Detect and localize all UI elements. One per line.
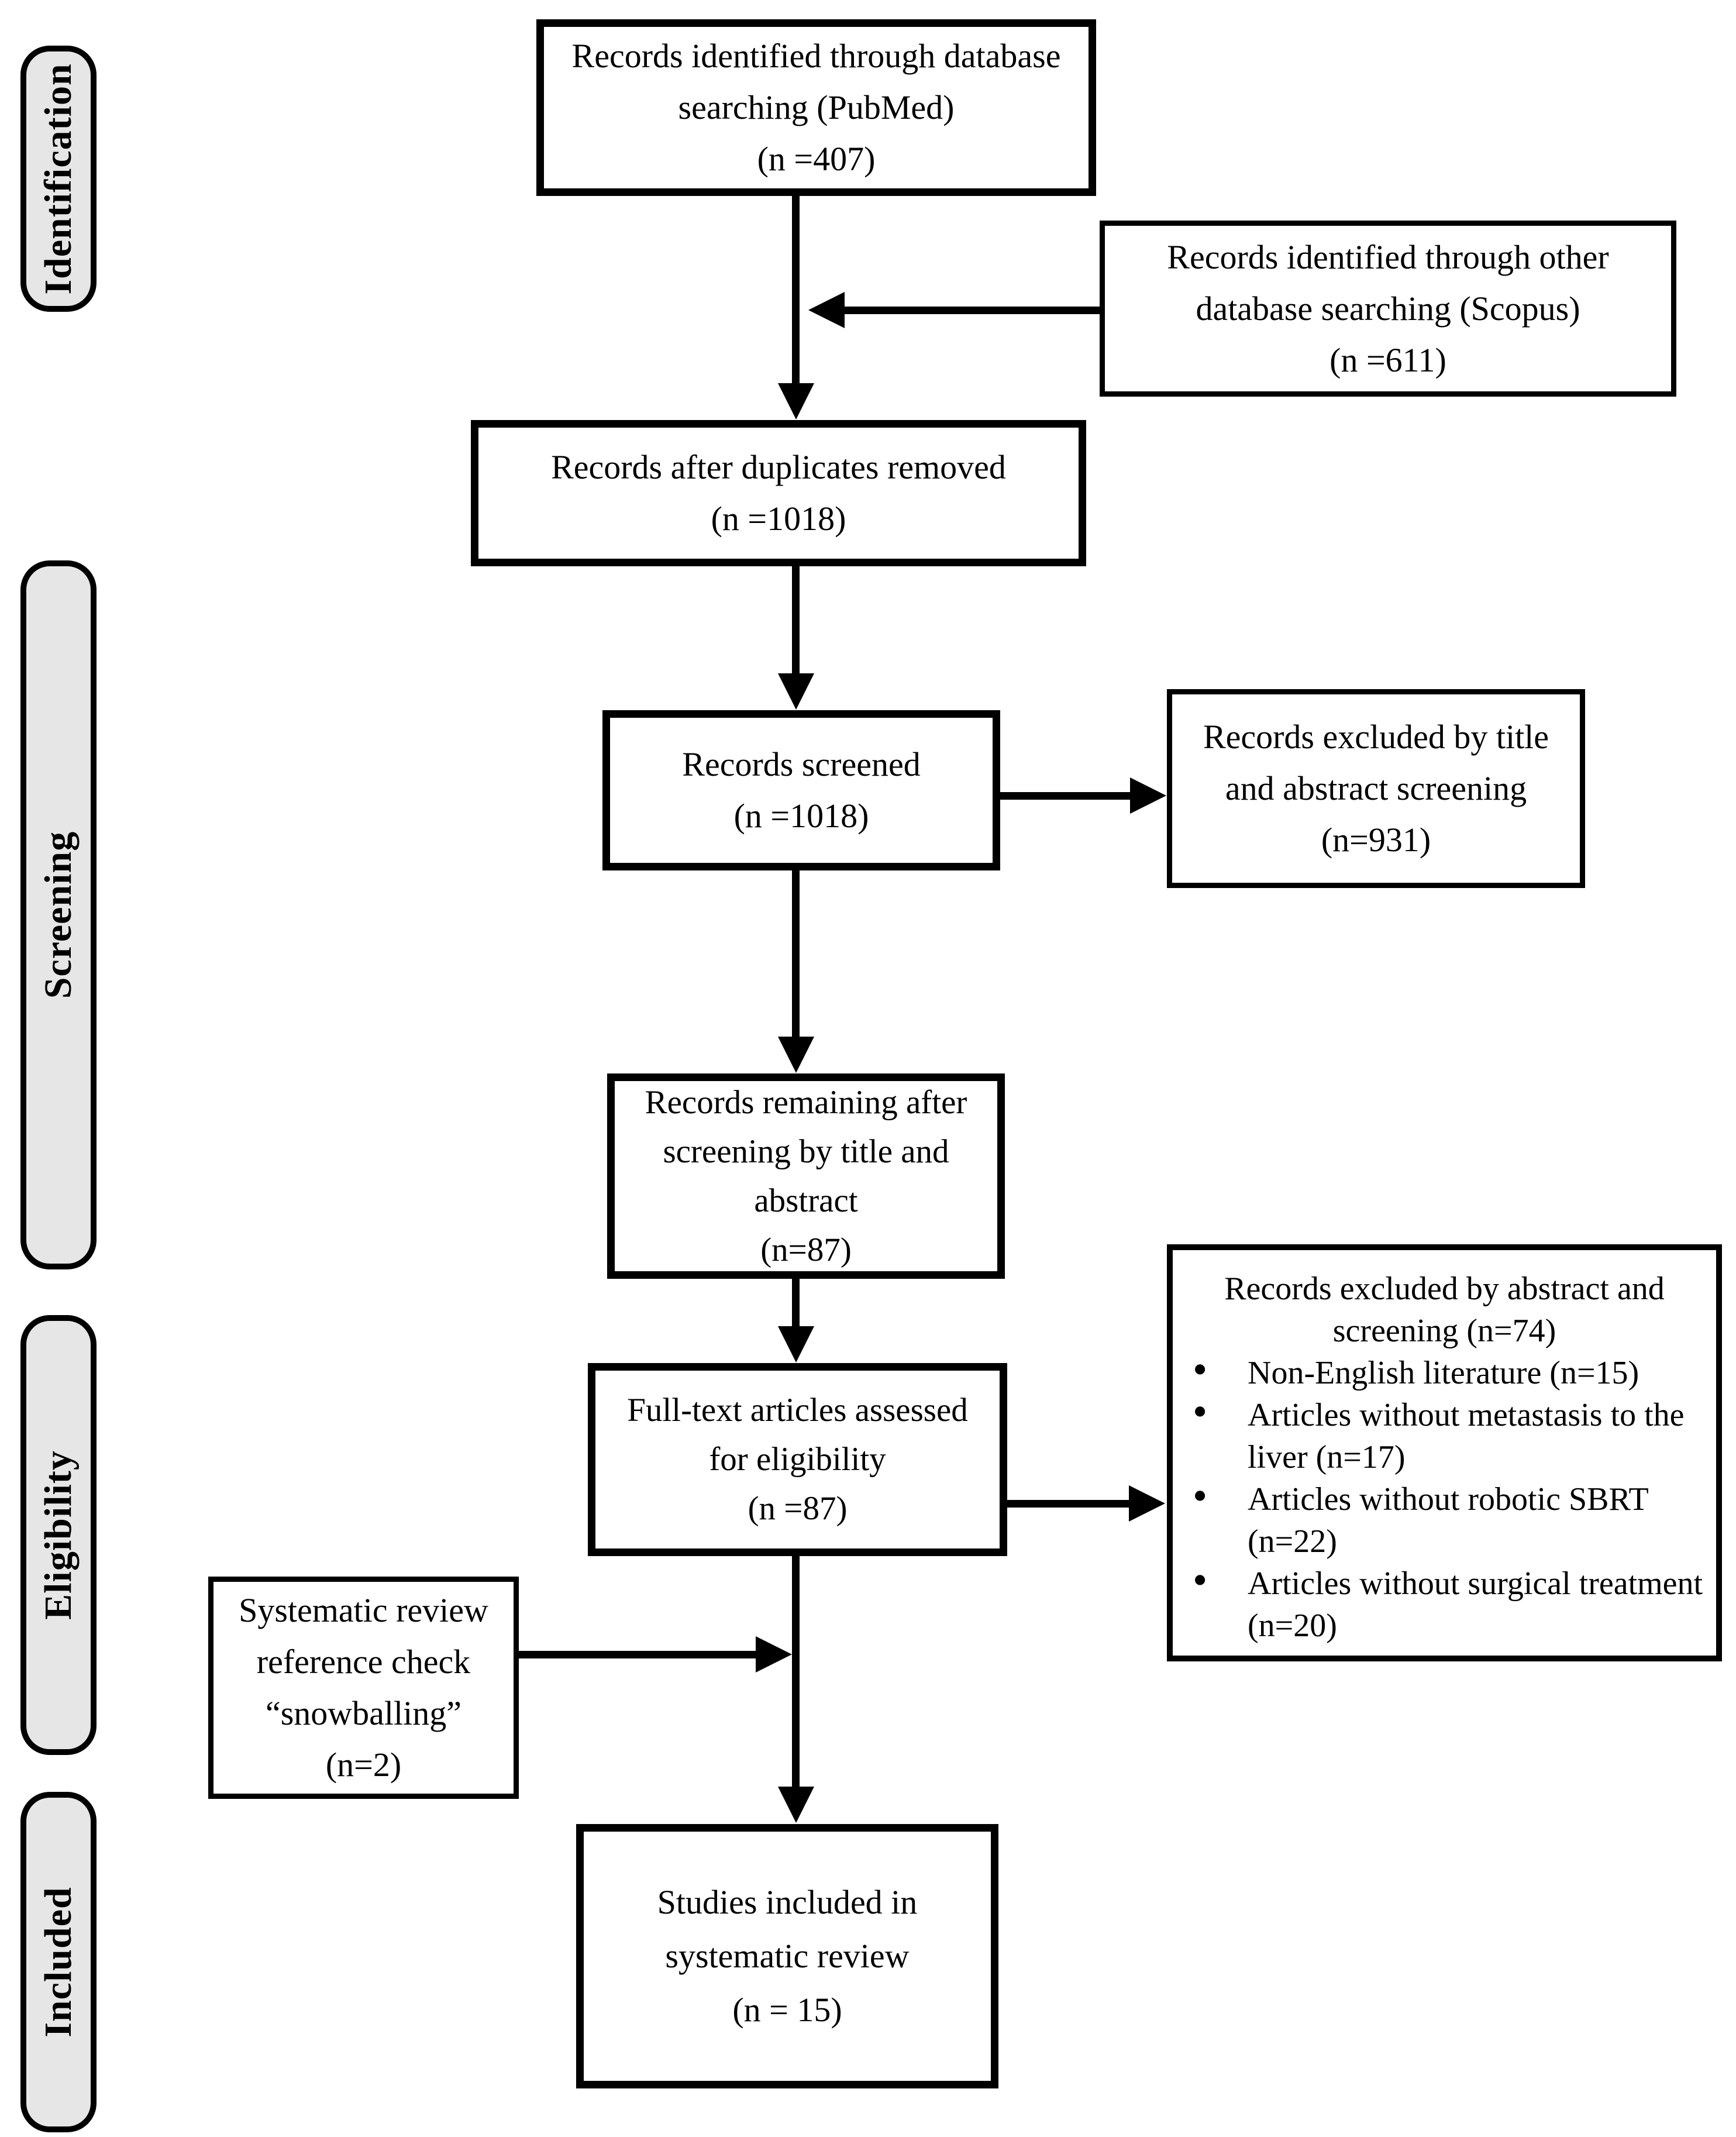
box-line: screening by title and xyxy=(663,1133,949,1170)
box-records-screened: Records screened (n =1018) xyxy=(602,710,1000,870)
box-studies-included: Studies included in systematic review (n… xyxy=(576,1824,998,2088)
box-records-identified-pubmed: Records identified through database sear… xyxy=(536,19,1096,196)
arrowhead-right-excluded1 xyxy=(1130,777,1166,814)
excluded-reason-item: Articles without metastasis to the liver… xyxy=(1173,1391,1716,1478)
box-line: Records remaining after xyxy=(645,1083,967,1121)
box-line: Systematic review xyxy=(239,1591,488,1629)
box-line: (n=2) xyxy=(325,1746,402,1784)
excluded-fulltext-list: Non-English literature (n=15) Articles w… xyxy=(1173,1348,1716,1647)
box-line: (n =1018) xyxy=(733,797,869,835)
stage-screening: Screening xyxy=(20,560,97,1269)
box-excluded-title-abstract: Records excluded by title and abstract s… xyxy=(1167,689,1585,888)
stage-eligibility: Eligibility xyxy=(20,1315,97,1755)
box-line: Records after duplicates removed xyxy=(551,448,1006,486)
box-snowballing: Systematic review reference check “snowb… xyxy=(208,1577,519,1799)
connector-remaining-fulltext xyxy=(792,1279,800,1328)
box-fulltext-assessed: Full-text articles assessed for eligibil… xyxy=(588,1363,1007,1556)
excluded-reason-item: Articles without surgical treatment (n=2… xyxy=(1173,1559,1716,1647)
box-line: Full-text articles assessed xyxy=(627,1392,968,1429)
arrowhead-down-fulltext xyxy=(778,1326,814,1362)
connector-fulltext-excluded xyxy=(1007,1500,1131,1508)
excluded-reason-item: Articles without robotic SBRT (n=22) xyxy=(1173,1475,1716,1563)
box-excluded-fulltext: Records excluded by abstract and screeni… xyxy=(1167,1244,1722,1661)
connector-duplicates-screened xyxy=(792,566,800,689)
box-line: Records identified through database xyxy=(571,37,1061,75)
box-line: (n =407) xyxy=(757,140,876,178)
arrowhead-down-screened xyxy=(778,673,814,710)
stage-eligibility-label: Eligibility xyxy=(37,1450,80,1620)
box-line: Records screened xyxy=(682,745,921,783)
connector-pubmed-duplicates xyxy=(792,196,800,386)
box-line: (n =87) xyxy=(748,1490,848,1527)
box-duplicates-removed: Records after duplicates removed (n =101… xyxy=(471,420,1086,566)
arrowhead-down-duplicates xyxy=(778,383,814,419)
box-line: (n=931) xyxy=(1321,821,1431,859)
stage-screening-label: Screening xyxy=(37,831,80,999)
arrowhead-right-excluded2 xyxy=(1129,1485,1165,1522)
arrowhead-down-included xyxy=(778,1787,814,1823)
box-line: and abstract screening xyxy=(1225,769,1527,807)
box-line: database searching (Scopus) xyxy=(1196,289,1580,328)
stage-identification-label: Identification xyxy=(37,63,80,295)
box-line: for eligibility xyxy=(709,1441,886,1478)
box-line: Studies included in xyxy=(657,1883,918,1921)
box-line: “snowballing” xyxy=(265,1694,462,1732)
connector-scopus-merge xyxy=(842,307,1101,314)
stage-included: Included xyxy=(20,1792,97,2132)
box-line: Records excluded by title xyxy=(1203,718,1549,756)
connector-screened-remaining xyxy=(792,870,800,1038)
arrowhead-down-remaining xyxy=(778,1037,814,1073)
stage-identification: Identification xyxy=(20,46,97,312)
box-line: abstract xyxy=(754,1182,858,1219)
box-line: systematic review xyxy=(665,1937,910,1975)
box-line: Records identified through other xyxy=(1167,238,1609,276)
box-line: searching (PubMed) xyxy=(678,88,955,126)
box-records-identified-scopus: Records identified through other databas… xyxy=(1100,221,1676,397)
box-records-remaining: Records remaining after screening by tit… xyxy=(607,1073,1005,1279)
arrowhead-right-snowballing xyxy=(756,1636,792,1673)
arrowhead-left-merge xyxy=(808,292,845,328)
box-line: (n =1018) xyxy=(711,500,846,538)
connector-screened-excluded xyxy=(1000,792,1132,800)
box-line: (n = 15) xyxy=(732,1991,842,2029)
excluded-reason-item: Non-English literature (n=15) xyxy=(1173,1348,1716,1394)
box-line: (n=87) xyxy=(760,1231,852,1268)
connector-fulltext-included xyxy=(792,1556,800,1789)
connector-snowballing-merge xyxy=(519,1651,757,1658)
excluded-fulltext-title: Records excluded by abstract and screeni… xyxy=(1224,1271,1665,1349)
box-line: (n =611) xyxy=(1329,340,1446,379)
stage-included-label: Included xyxy=(37,1887,80,2038)
box-line: reference check xyxy=(256,1643,471,1681)
